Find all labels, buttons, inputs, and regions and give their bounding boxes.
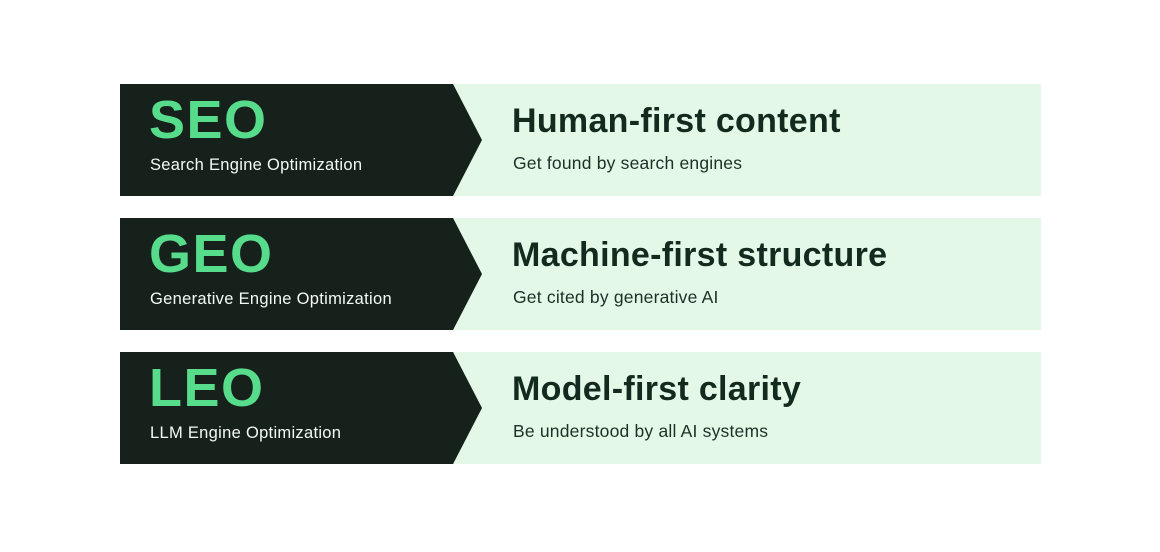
seo-acronym-full: Search Engine Optimization [150,156,363,174]
seo-arrow-label: SEO Search Engine Optimization [120,84,482,196]
seo-description-panel [452,84,1041,196]
seo-subtitle: Get found by search engines [513,153,743,173]
seo-title: Human-first content [512,102,841,140]
rows-container: SEO Search Engine Optimization Human-fir… [120,84,1041,486]
geo-subtitle: Get cited by generative AI [513,287,719,307]
geo-arrow-label: GEO Generative Engine Optimization [120,218,482,330]
leo-acronym-full: LLM Engine Optimization [150,424,342,442]
leo-subtitle: Be understood by all AI systems [513,421,769,441]
geo-title: Machine-first structure [512,236,888,274]
leo-title: Model-first clarity [512,370,802,408]
seo-acronym: SEO [149,90,268,150]
row-geo: GEO Generative Engine Optimization Machi… [120,218,1041,330]
geo-acronym-full: Generative Engine Optimization [150,290,392,308]
geo-acronym: GEO [149,224,274,284]
leo-description-panel [452,352,1041,464]
row-leo: LEO LLM Engine Optimization Model-first … [120,352,1041,464]
geo-description-panel [452,218,1041,330]
leo-arrow-label: LEO LLM Engine Optimization [120,352,482,464]
row-seo: SEO Search Engine Optimization Human-fir… [120,84,1041,196]
leo-acronym: LEO [149,358,265,418]
